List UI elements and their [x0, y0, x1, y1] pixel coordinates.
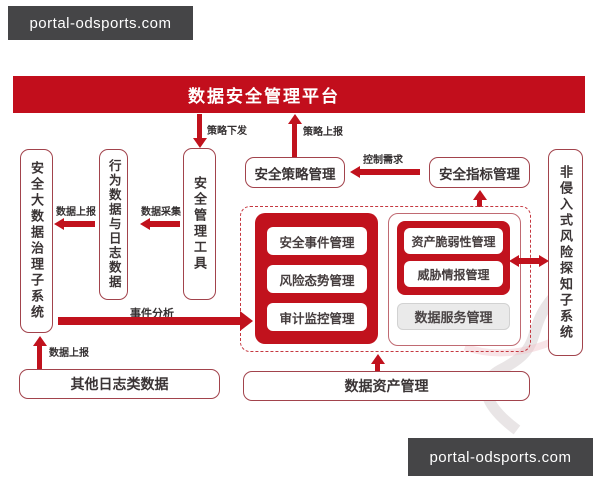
indicator-feed-arrow: [477, 199, 482, 207]
policy-issue-arrow: [197, 114, 202, 138]
node-big-data-governance-subsystem: 安全大数据治理子系统: [20, 149, 53, 333]
node-data-service-mgmt: 数据服务管理: [397, 303, 510, 330]
node-non-intrusive-risk-subsystem: 非侵入式风险探知子系统: [548, 149, 583, 356]
data-report-lower-arrowhead: [33, 336, 47, 346]
node-other-log-data: 其他日志类数据: [19, 369, 220, 399]
node-threat-intelligence-mgmt: 威胁情报管理: [404, 261, 503, 287]
data-collect-arrowhead: [140, 217, 150, 230]
policy-report-arrowhead: [288, 114, 302, 124]
policy-issue-arrowhead: [193, 138, 207, 148]
node-security-policy-mgmt: 安全策略管理: [245, 157, 345, 188]
risk-exchange-arrowhead-right: [539, 254, 549, 267]
data-collect-label: 数据采集: [141, 207, 181, 218]
data-report-upper-label: 数据上报: [56, 207, 96, 218]
node-data-asset-mgmt: 数据资产管理: [243, 371, 530, 401]
policy-report-label: 策略上报: [303, 127, 343, 138]
data-collect-arrow: [150, 221, 180, 227]
platform-title: 数据安全管理平台: [188, 87, 340, 106]
watermark-bottom-right: portal-odsports.com: [408, 438, 593, 476]
node-security-indicator-mgmt: 安全指标管理: [429, 157, 530, 188]
event-analysis-arrow: [58, 317, 240, 325]
data-asset-feed-arrowhead: [371, 354, 385, 364]
node-security-event-mgmt: 安全事件管理: [267, 227, 367, 255]
data-report-upper-arrowhead: [54, 217, 64, 230]
node-behavior-and-log-data: 行为数据与日志数据: [99, 149, 128, 300]
control-demand-arrow: [360, 169, 420, 175]
node-asset-vulnerability-mgmt: 资产脆弱性管理: [404, 228, 503, 254]
event-analysis-arrowhead: [240, 311, 253, 331]
data-report-lower-arrow: [37, 345, 42, 369]
data-report-lower-label: 数据上报: [49, 348, 89, 359]
watermark-top-left: portal-odsports.com: [8, 6, 193, 40]
control-demand-label: 控制需求: [363, 155, 403, 166]
indicator-feed-arrowhead: [473, 190, 487, 200]
control-demand-arrowhead: [350, 165, 360, 178]
core-modules-container: [240, 206, 531, 352]
node-risk-posture-mgmt: 风险态势管理: [267, 265, 367, 293]
risk-exchange-arrowhead-left: [509, 254, 519, 267]
node-audit-monitoring-mgmt: 审计监控管理: [267, 303, 367, 331]
policy-issue-label: 策略下发: [207, 126, 247, 137]
policy-report-arrow: [292, 123, 297, 157]
risk-exchange-arrow: [519, 258, 541, 264]
data-report-upper-arrow: [64, 221, 95, 227]
node-security-mgmt-tools: 安全管理工具: [183, 148, 216, 300]
data-asset-feed-arrow: [375, 363, 380, 371]
platform-banner: 数据安全管理平台: [13, 76, 585, 113]
